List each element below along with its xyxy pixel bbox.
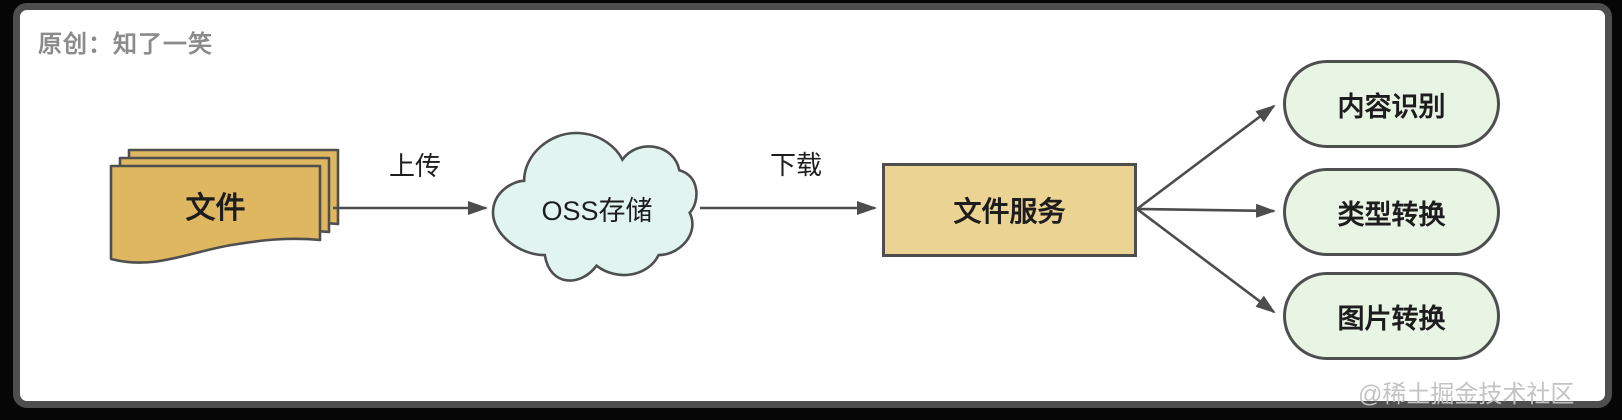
target-node-image-conversion: 图片转换 bbox=[1283, 272, 1500, 360]
download-edge-label: 下载 bbox=[769, 150, 822, 180]
file-service-node: 文件服务 bbox=[882, 163, 1137, 257]
target-node-label: 内容识别 bbox=[1337, 91, 1446, 122]
target-node-label: 类型转换 bbox=[1337, 199, 1446, 230]
upload-edge-label: 上传 bbox=[388, 151, 441, 181]
target-node-type-conversion: 类型转换 bbox=[1283, 168, 1500, 256]
files-node-label: 文件 bbox=[185, 192, 246, 225]
file-service-node-label: 文件服务 bbox=[953, 196, 1066, 227]
oss-node-label: OSS存储 bbox=[541, 195, 653, 226]
target-node-content-recognition: 内容识别 bbox=[1283, 60, 1500, 148]
watermark-text: @稀土掘金技术社区 bbox=[1358, 381, 1575, 408]
target-node-label: 图片转换 bbox=[1337, 303, 1446, 334]
credit-text: 原创：知了一笑 bbox=[38, 31, 213, 58]
